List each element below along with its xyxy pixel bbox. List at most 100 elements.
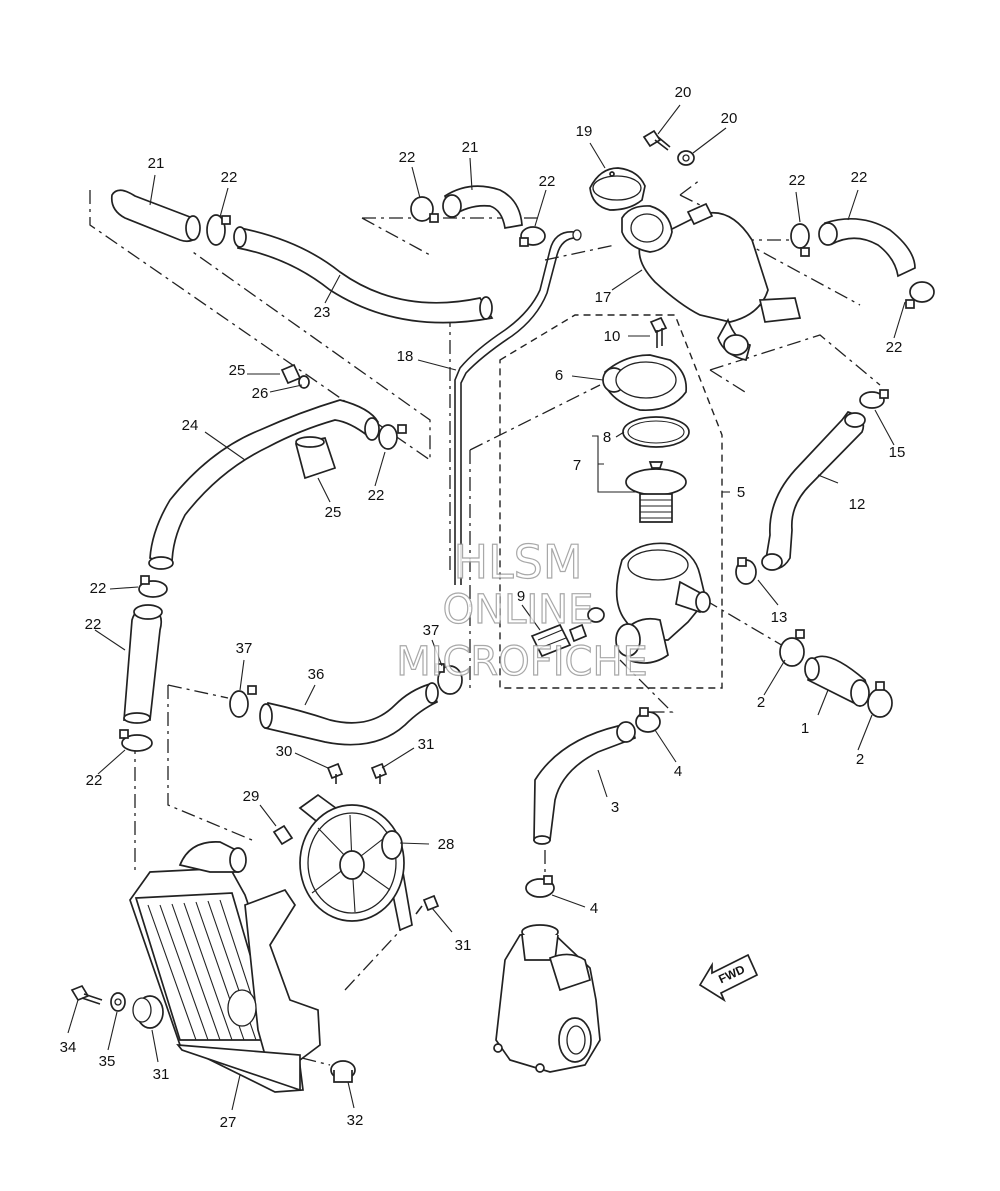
leader-lines [67, 104, 906, 1111]
callout-22-c: 22 [539, 173, 556, 190]
callout-31-b: 31 [418, 736, 435, 753]
callout-37-a: 37 [236, 640, 253, 657]
nut-18 [677, 150, 695, 166]
clamp-37-b [435, 663, 463, 695]
bolt-31-a [326, 762, 344, 784]
callout-9: 10 [604, 328, 621, 345]
thermostat-housing-5 [615, 542, 711, 664]
callout-30: 29 [243, 788, 260, 805]
callout-19: 20 [675, 84, 692, 101]
clamp-22-g [138, 575, 168, 598]
o-ring-8 [622, 416, 690, 448]
hose-12 [761, 411, 866, 571]
clamp-22-d [790, 223, 810, 257]
callout-24: 24 [182, 417, 199, 434]
bolt-31-c [415, 894, 440, 915]
callout-numbers: 21 22 23 22 21 22 19 20 20 22 22 22 17 1… [60, 84, 906, 1131]
callout-22-b: 22 [399, 149, 416, 166]
callout-4-top: 4 [674, 763, 682, 780]
sensor-10 [530, 607, 605, 658]
callout-2-b: 2 [856, 751, 864, 768]
callout-21-left: 22 [85, 616, 102, 633]
callout-35: 35 [99, 1053, 116, 1070]
thermostat-cover-6 [602, 354, 688, 412]
callout-27: 26 [252, 385, 269, 402]
bolt-34 [70, 984, 103, 1005]
callout-3: 3 [611, 799, 619, 816]
callout-1: 1 [801, 720, 809, 737]
hose-21-top [818, 218, 916, 278]
callout-31-a: 30 [276, 743, 293, 760]
clamp-14 [859, 389, 889, 409]
water-pump [493, 924, 601, 1073]
clamp-27 [298, 375, 310, 389]
callout-18: 20 [721, 110, 738, 127]
callout-20-middle: 21 [462, 139, 479, 156]
callout-29: 28 [438, 836, 455, 853]
clamp-2-b [867, 681, 893, 718]
callout-34: 34 [60, 1039, 77, 1056]
hose-24 [148, 399, 380, 570]
callout-20-left: 21 [148, 155, 165, 172]
cap-25 [294, 436, 337, 480]
callout-28: 27 [220, 1114, 237, 1131]
hose-20-left [110, 189, 201, 243]
clamp-13 [735, 557, 757, 585]
clamp-4-bottom [525, 875, 555, 898]
callout-22-f: 22 [368, 487, 385, 504]
clamp-37-a [229, 685, 257, 718]
callout-36: 36 [308, 666, 325, 683]
callout-22-e: 22 [886, 339, 903, 356]
collar-33 [330, 1060, 356, 1083]
tank-15 [621, 202, 802, 362]
hose-20-middle [442, 185, 523, 229]
nipple-26 [280, 363, 302, 385]
clip-30 [272, 824, 294, 846]
washer-35 [110, 992, 126, 1012]
callout-33: 32 [347, 1112, 364, 1129]
clamp-2-a [779, 629, 805, 667]
clamp-22-a [206, 214, 231, 246]
hose-23 [233, 226, 494, 324]
callout-5: 5 [737, 484, 745, 501]
callout-22-g: 22 [90, 580, 107, 597]
callout-37-b: 37 [423, 622, 440, 639]
callout-14: 15 [889, 444, 906, 461]
hose-36 [259, 682, 439, 746]
clamp-22-f [378, 424, 407, 450]
callout-7: 7 [573, 457, 581, 474]
callout-15: 17 [595, 289, 612, 306]
radiator-cap-17 [589, 167, 646, 211]
hose-1 [804, 655, 870, 707]
callout-13: 13 [771, 609, 788, 626]
watermark-line3: MICROFICHE [396, 639, 648, 685]
hose-3 [533, 721, 636, 845]
thermostat-7 [625, 461, 687, 523]
callout-26: 25 [229, 362, 246, 379]
callout-22-h: 22 [86, 772, 103, 789]
bolt-9 [649, 316, 668, 348]
watermark-line1: HLSM [453, 535, 582, 589]
callout-10: 9 [517, 588, 525, 605]
callout-25: 25 [325, 504, 342, 521]
callout-8: 8 [603, 429, 611, 446]
hose-21-left [123, 604, 163, 724]
clamp-22-h [119, 729, 153, 752]
callout-22-d: 22 [789, 172, 806, 189]
clamp-22-e [905, 281, 935, 309]
callout-22-a: 22 [221, 169, 238, 186]
callout-17: 19 [576, 123, 593, 140]
grommet-32 [132, 995, 164, 1029]
callout-31-c: 31 [455, 937, 472, 954]
callout-21-top: 22 [851, 169, 868, 186]
watermark-line2: ONLINE [443, 587, 594, 633]
callout-2-a: 2 [757, 694, 765, 711]
bolt-19 [642, 129, 671, 151]
callout-16: 18 [397, 348, 414, 365]
callout-23: 23 [314, 304, 331, 321]
callout-4-bottom: 4 [590, 900, 598, 917]
fwd-arrow: FWD [698, 953, 759, 1003]
clamp-22-b [410, 196, 439, 223]
